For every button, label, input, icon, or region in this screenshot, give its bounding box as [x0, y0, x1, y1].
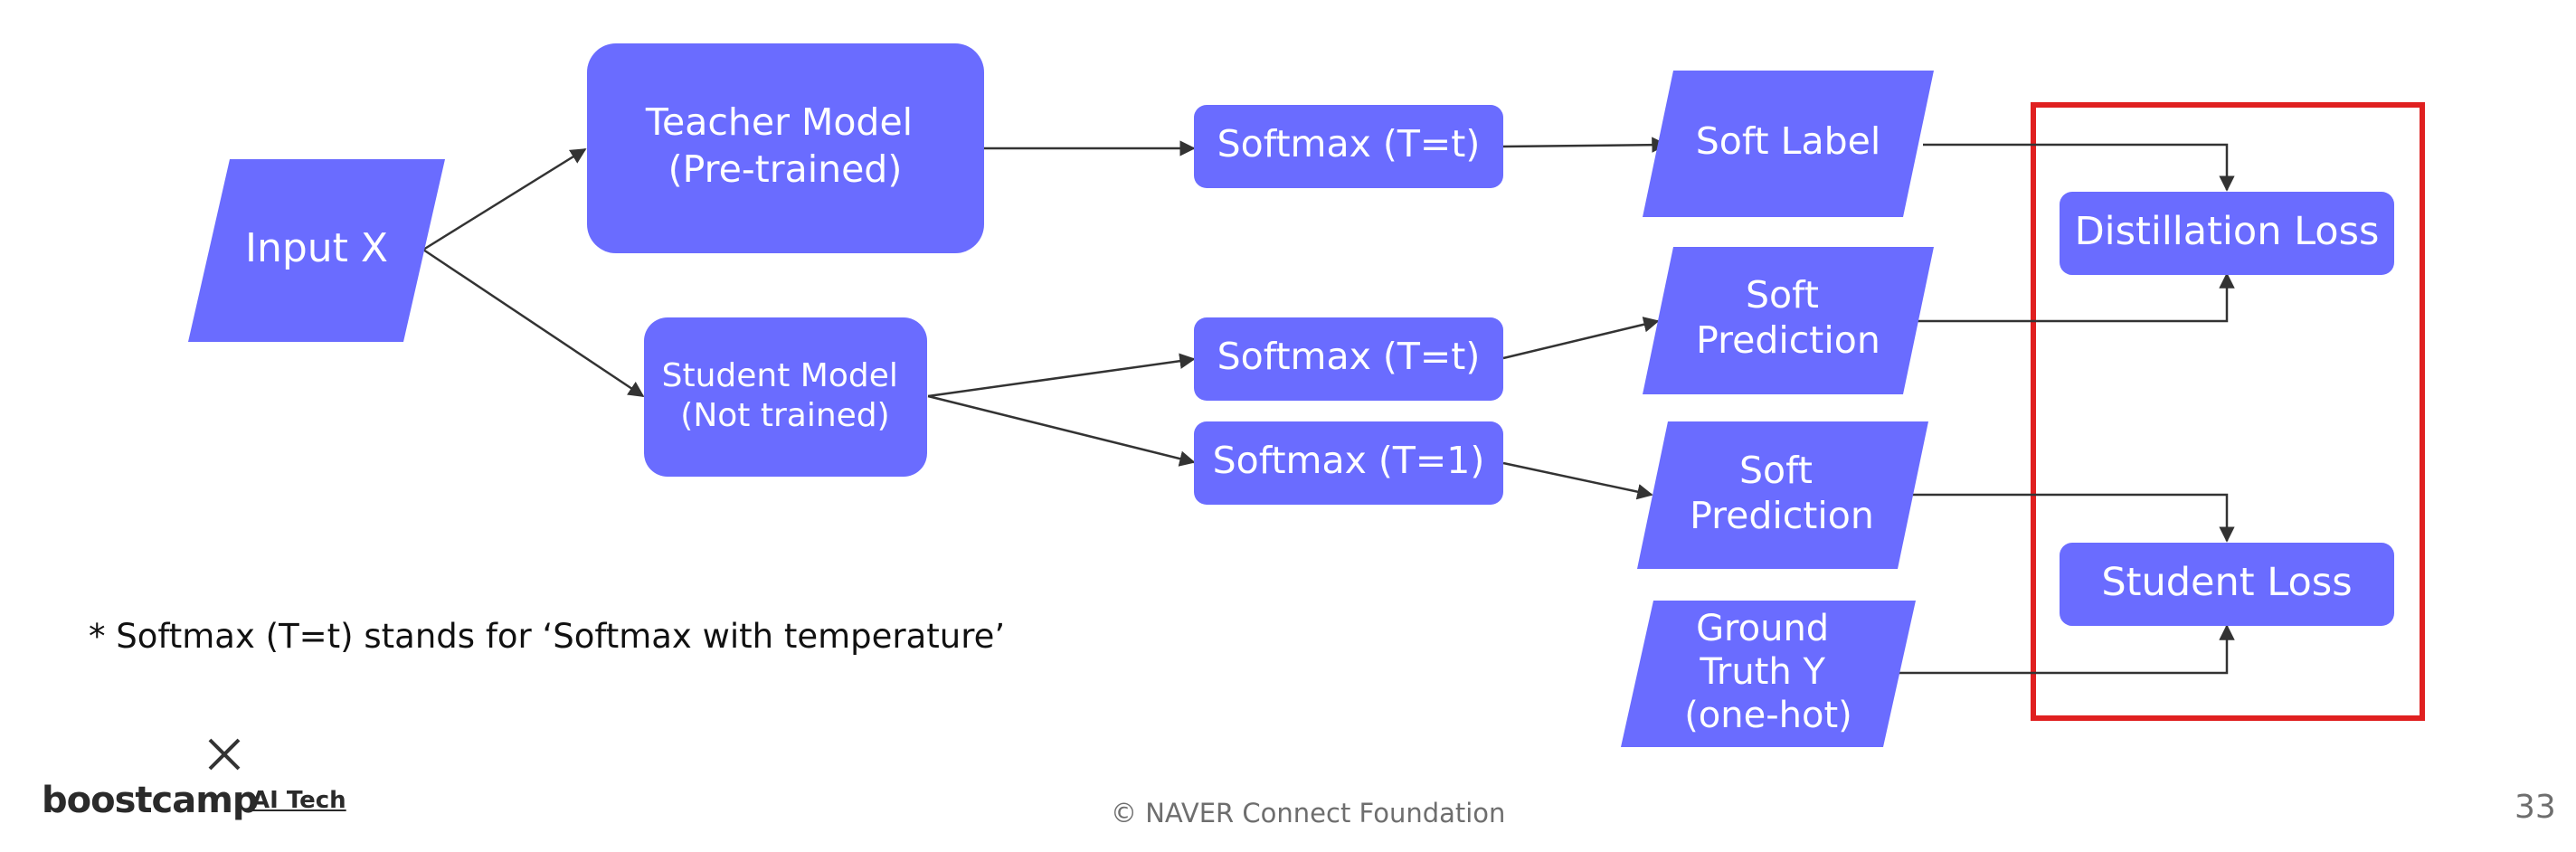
edge-softmax-1-to-soft-prediction [1502, 461, 1653, 500]
soft-label-label: Soft Label [1696, 119, 1881, 163]
close-x-icon [208, 738, 241, 771]
ground-truth-node: Ground Truth Y (one-hot) [1621, 601, 1916, 747]
student-model-node: Student Model (Not trained) [644, 317, 927, 477]
loss-highlight-frame [2031, 102, 2425, 721]
ground-truth-label: Ground Truth Y (one-hot) [1684, 608, 1852, 736]
distillation-loss-node: Distillation Loss [2060, 192, 2394, 275]
edges [422, 137, 2235, 675]
input-x-node: Input X [188, 159, 445, 342]
softmax-student-1-label: Softmax (T=1) [1213, 439, 1485, 482]
soft-label-node: Soft Label [1643, 71, 1934, 217]
page-number: 33 [2514, 789, 2556, 826]
edge-student-to-softmax-t [927, 353, 1196, 398]
edge-input-to-student [422, 248, 645, 398]
softmax-teacher-label: Softmax (T=t) [1217, 122, 1481, 166]
edge-soft-prediction-to-distillation-loss [1914, 272, 2235, 323]
edge-ground-truth-to-student-loss [1896, 624, 2235, 675]
edge-softmax-to-soft-label [1502, 137, 1668, 153]
copyright-footer: © NAVER Connect Foundation [1111, 798, 1506, 828]
softmax-student-t-label: Softmax (T=t) [1217, 335, 1481, 378]
edge-soft-label-to-distillation-loss [1923, 143, 2235, 192]
softmax-teacher-node: Softmax (T=t) [1194, 105, 1503, 188]
input-x-label: Input X [245, 225, 388, 271]
edge-softmax-t-to-soft-prediction [1502, 317, 1660, 360]
edge-soft-prediction-to-student-loss [1910, 493, 2235, 543]
softmax-footnote: * Softmax (T=t) stands for ‘Softmax with… [89, 617, 1006, 656]
soft-prediction-1-node: Soft Prediction [1637, 421, 1928, 569]
soft-prediction-t-node: Soft Prediction [1643, 247, 1934, 394]
student-loss-label: Student Loss [2101, 560, 2352, 605]
edge-input-to-teacher [422, 147, 587, 251]
soft-prediction-1-label: Soft Prediction [1690, 449, 1874, 537]
softmax-student-t-node: Softmax (T=t) [1194, 317, 1503, 401]
soft-prediction-t-label: Soft Prediction [1696, 273, 1880, 362]
boostcamp-logo: boostcamp AI Tech [42, 734, 349, 825]
brand-subtitle: AI Tech [251, 787, 346, 814]
student-loss-node: Student Loss [2060, 543, 2394, 626]
distillation-loss-label: Distillation Loss [2075, 209, 2380, 254]
softmax-student-1-node: Softmax (T=1) [1194, 421, 1503, 505]
teacher-model-node: Teacher Model (Pre-trained) [587, 43, 984, 253]
student-model-label: Student Model (Not trained) [662, 357, 909, 434]
brand-name: boostcamp [42, 780, 259, 821]
edge-student-to-softmax-1 [927, 394, 1196, 467]
teacher-model-label: Teacher Model (Pre-trained) [645, 100, 924, 191]
